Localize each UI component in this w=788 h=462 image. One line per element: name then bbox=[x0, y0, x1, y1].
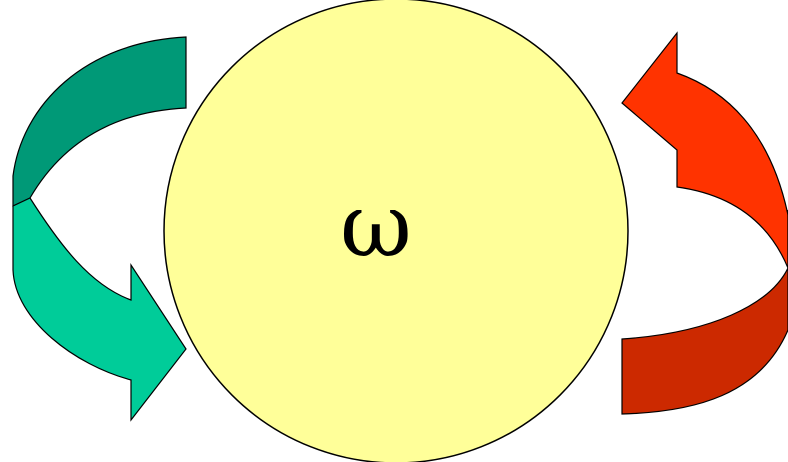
left-arrow-lower-band bbox=[13, 198, 186, 420]
right-curved-arrow bbox=[622, 33, 788, 414]
right-arrow-upper-band bbox=[622, 33, 788, 268]
left-curved-arrow bbox=[13, 37, 186, 420]
omega-symbol: ω bbox=[340, 174, 412, 277]
right-arrow-lower-band bbox=[622, 210, 788, 414]
left-arrow-upper-band bbox=[13, 37, 186, 206]
